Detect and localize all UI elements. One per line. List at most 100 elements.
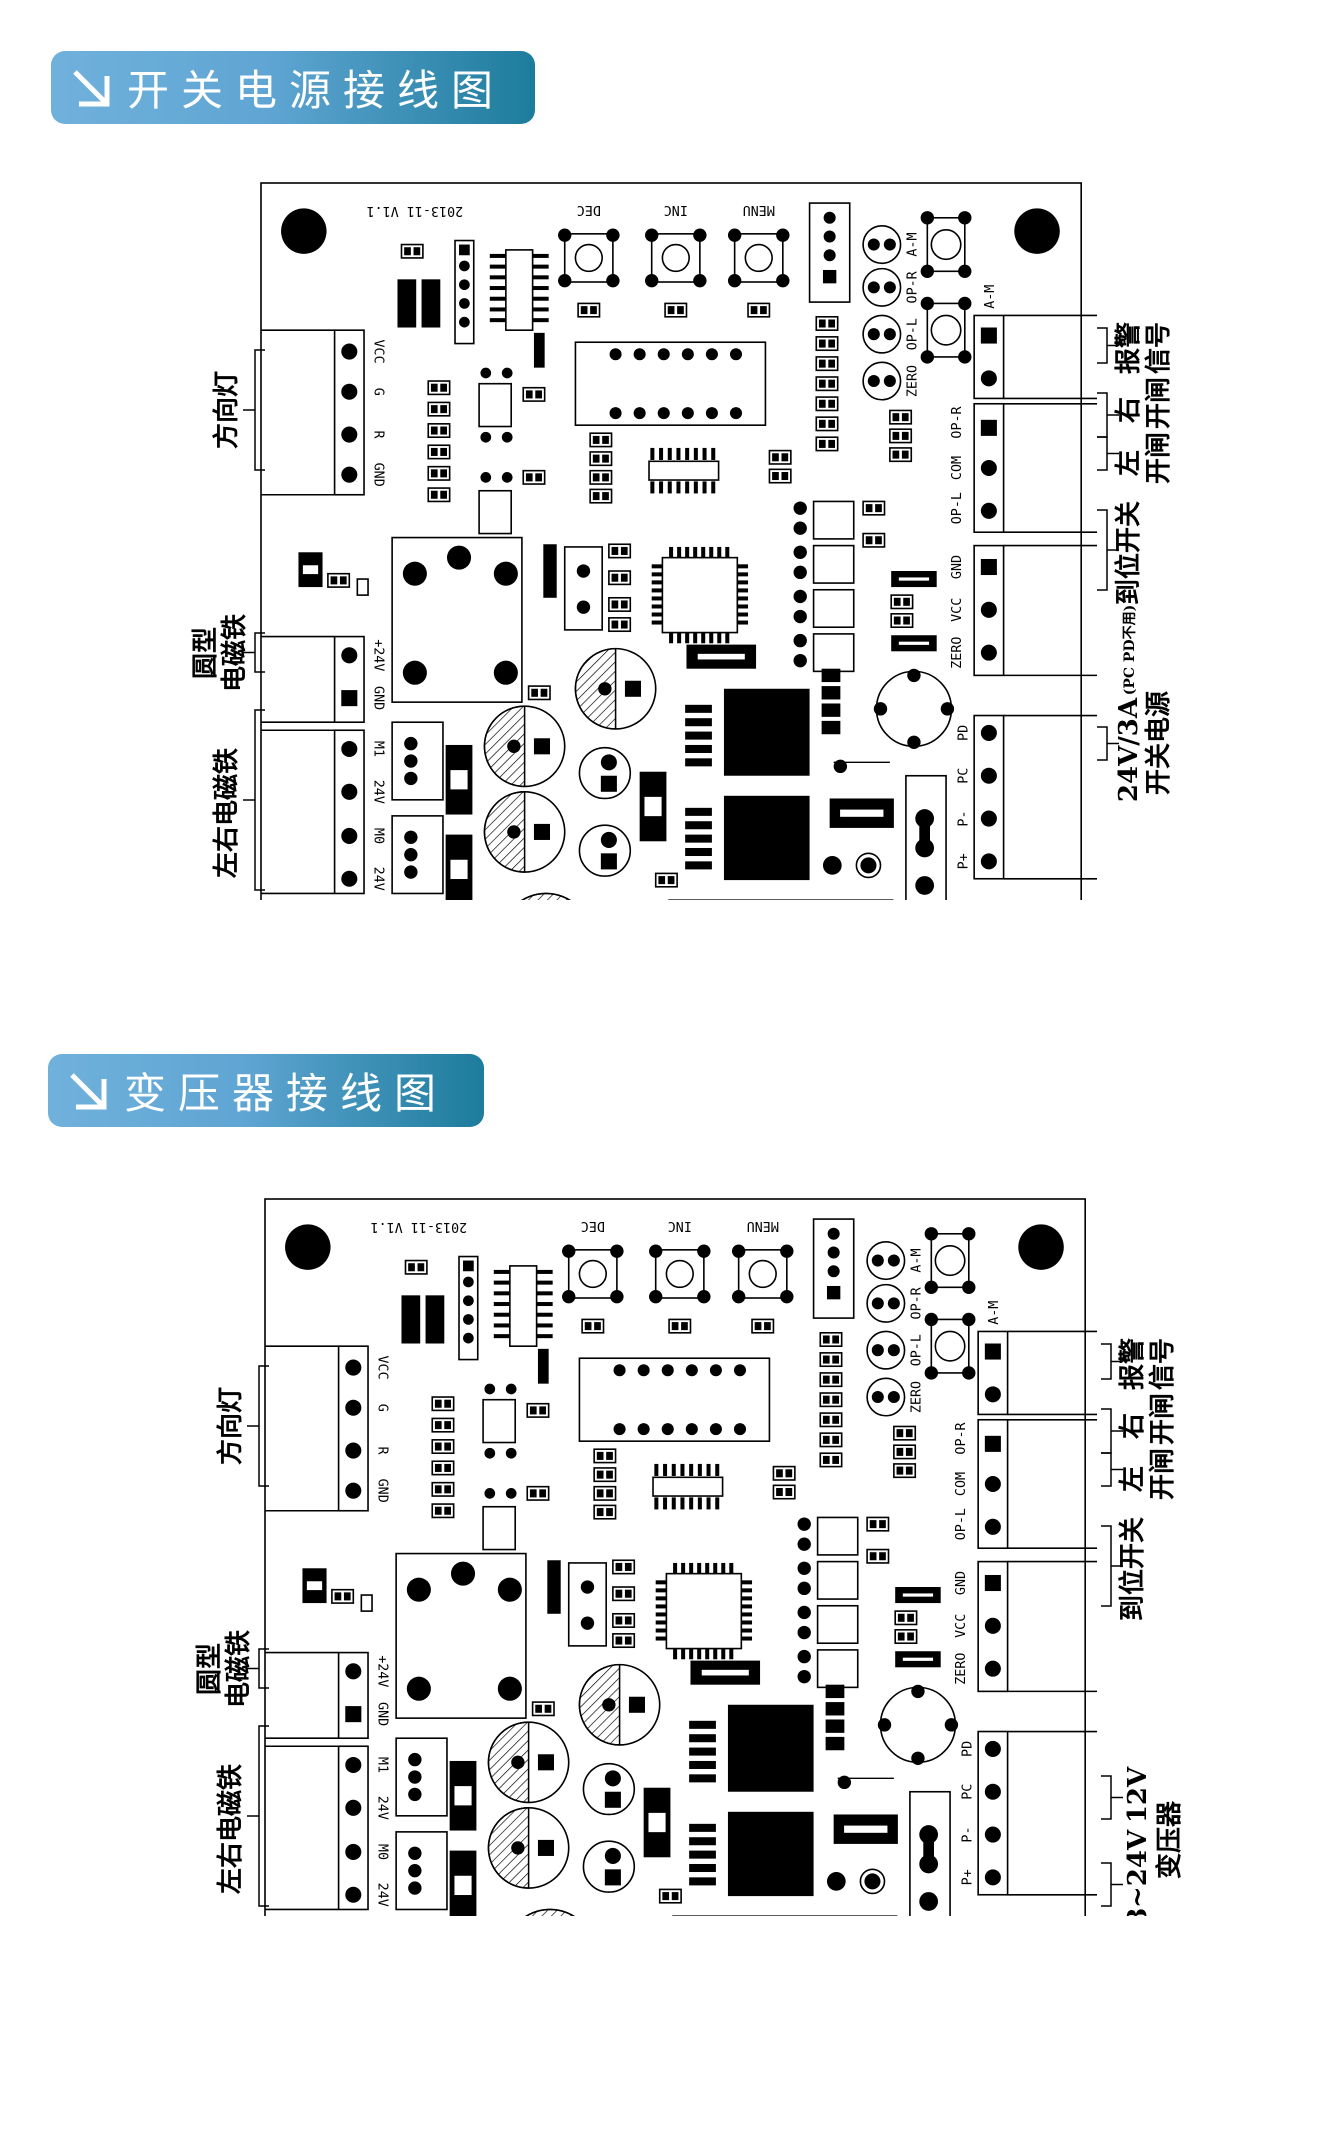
pad (430, 405, 438, 414)
wire-bracket (247, 1725, 269, 1907)
ic-lead (667, 447, 672, 460)
lamp-pin-label: R (371, 431, 386, 440)
pad (837, 1775, 852, 1790)
pad (440, 383, 447, 392)
ic-lead (711, 447, 716, 460)
ic-lead (711, 481, 716, 494)
regulator-lead (689, 1823, 716, 1832)
tact-switch (733, 233, 784, 283)
relay-pin (661, 1423, 674, 1436)
pad (480, 472, 492, 483)
lr-magnet-connector-terminal (333, 729, 365, 895)
led-pin (883, 375, 896, 388)
pad (826, 1872, 846, 1891)
led-label: A-M (910, 1248, 925, 1272)
pin-header (454, 239, 475, 345)
relay-pin (705, 407, 718, 420)
ic-lead (737, 580, 749, 585)
smd-resistor (612, 1633, 636, 1649)
tact-switch (930, 1232, 970, 1289)
smd-resistor-array (819, 1412, 843, 1428)
pin-pad (408, 1787, 422, 1802)
pad (596, 1451, 604, 1460)
regulator-lead (685, 758, 712, 767)
pin-pad (459, 279, 470, 291)
smd-resistor (893, 1463, 917, 1479)
switch-pin (958, 211, 972, 225)
pad (525, 473, 533, 482)
crystal-pin (580, 1580, 595, 1594)
smd-resistor (531, 1701, 555, 1717)
ic-lead (489, 318, 506, 323)
diode-window (901, 1591, 935, 1599)
switch-cap (930, 229, 962, 261)
relay-pin (613, 1364, 626, 1377)
smd-resistor (331, 1588, 355, 1604)
power-pin-label: PD (960, 1741, 975, 1757)
smd-resistor-array (819, 1352, 843, 1368)
pin-pad (984, 1518, 1001, 1535)
pad (901, 431, 909, 440)
pad (501, 472, 513, 483)
smd-resistor-array (431, 1503, 455, 1519)
power-body (1003, 714, 1097, 880)
smd-resistor (862, 500, 886, 516)
pad (879, 1552, 886, 1561)
limit-connector-terminal (977, 1560, 1009, 1693)
limit-pin-label: ZERO (954, 1653, 969, 1685)
button-label: INC (668, 1218, 692, 1233)
mounting-hole (285, 1224, 331, 1270)
ic-lead (493, 1269, 510, 1274)
pad (875, 504, 882, 513)
pad (681, 1322, 688, 1331)
tact-switch (926, 216, 966, 273)
capacitor-polarity (483, 705, 526, 788)
smd-capacitor (577, 302, 601, 318)
version-label: 2013-11 V1.1 (371, 1219, 468, 1234)
ic-lead (651, 572, 663, 577)
regulator-lead (689, 1760, 716, 1769)
power-pin-label: P- (960, 1826, 975, 1842)
lamp-connector-body (261, 329, 335, 496)
smd-resistor-array (431, 1460, 455, 1476)
ic-lead (536, 1312, 553, 1317)
relay-pin (709, 1423, 722, 1436)
ic-lead (532, 264, 549, 269)
smd-capacitor (751, 1318, 775, 1334)
pin-pad (404, 830, 418, 844)
smd-capacitor (533, 332, 545, 368)
pin-pad (984, 1826, 1001, 1843)
small-capacitor (578, 746, 632, 800)
pin-pad (915, 876, 935, 895)
led-pin (887, 1344, 900, 1357)
led-label: ZERO (906, 365, 921, 397)
pad (793, 501, 807, 515)
ic-lead (697, 1497, 702, 1510)
round-magnet-connector-body (261, 635, 335, 724)
buzzer-pin (864, 1873, 881, 1890)
pad (592, 473, 600, 482)
pad (869, 1552, 877, 1561)
ic-lead (721, 1648, 726, 1660)
led-pin (883, 281, 896, 294)
pad (484, 1447, 496, 1459)
lr-magnet-pin-label: 24V (375, 1796, 390, 1820)
pad (484, 1383, 496, 1395)
wire-bracket (243, 632, 265, 673)
regulator-lead (689, 1720, 716, 1729)
smd-resistor-array (431, 1481, 455, 1497)
pad (408, 1263, 415, 1272)
diode-window (842, 1823, 890, 1835)
switch-pin (727, 273, 742, 288)
switch-cap (934, 1330, 966, 1362)
pad (596, 1470, 604, 1479)
ic-lead (693, 632, 698, 644)
pad (615, 1616, 623, 1625)
relay-pin (406, 1676, 431, 1701)
pad (413, 247, 421, 256)
relay-pin (637, 1364, 650, 1377)
diode-window (646, 1811, 668, 1834)
pin-pad (463, 1314, 474, 1325)
pad (828, 379, 836, 388)
potentiometer (875, 670, 953, 748)
